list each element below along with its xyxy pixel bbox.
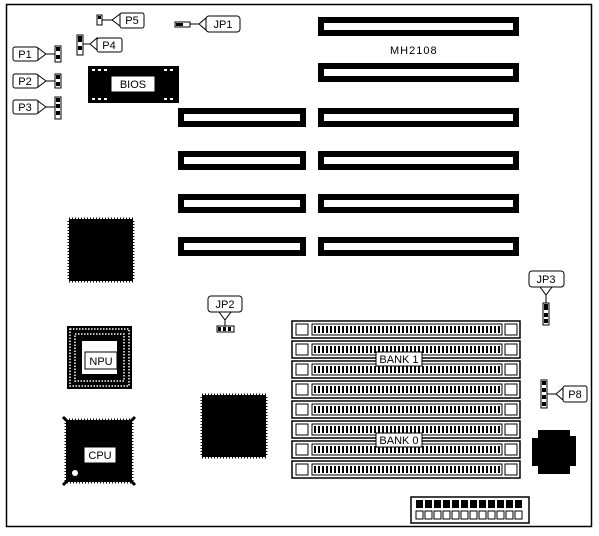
jumper-p2: P2 (12, 73, 62, 89)
chipset-chip-center (200, 393, 268, 459)
expansion-slot (318, 194, 519, 213)
jumper-p5: P5 (96, 12, 145, 29)
power-pin (514, 500, 523, 520)
jumper-jp2: JP2 (207, 295, 243, 333)
power-pin (451, 500, 460, 520)
jumper-p8: P8 (540, 379, 588, 409)
board-model-label: MH2108 (390, 45, 438, 57)
jp1-label: JP1 (214, 19, 233, 31)
jumper-p3: P3 (12, 96, 62, 120)
p8-label: P8 (568, 389, 581, 401)
simm-socket (291, 340, 521, 359)
p1-label: P1 (18, 49, 31, 61)
power-pin (433, 500, 442, 520)
power-pin (415, 500, 424, 520)
power-pin (442, 500, 451, 520)
power-connector (410, 496, 530, 524)
keyboard-connector (532, 430, 576, 474)
expansion-slot (318, 237, 519, 256)
bank-0-label: BANK 0 (379, 435, 418, 447)
expansion-slot (178, 237, 306, 256)
simm-socket (291, 400, 521, 419)
jumper-p1: P1 (12, 45, 62, 63)
expansion-slot (178, 151, 306, 170)
jumper-jp3: JP3 (528, 270, 565, 326)
board-outline (5, 3, 593, 528)
power-pin (469, 500, 478, 520)
power-pin (505, 500, 514, 520)
expansion-slot (178, 108, 306, 127)
npu-socket: NPU (67, 326, 132, 389)
jp2-label: JP2 (216, 299, 235, 311)
cpu-chip: CPU (61, 415, 137, 487)
p3-label: P3 (18, 102, 31, 114)
power-pin (460, 500, 469, 520)
power-pin (496, 500, 505, 520)
expansion-slot (318, 17, 519, 36)
memory-banks (291, 320, 521, 479)
bank-1-tag: BANK 1 (375, 351, 423, 367)
jp3-label: JP3 (537, 274, 556, 286)
expansion-slot (318, 108, 519, 127)
bank-0-tag: BANK 0 (375, 432, 423, 448)
simm-socket (291, 360, 521, 379)
simm-socket (291, 440, 521, 459)
power-pin (487, 500, 496, 520)
simm-socket (291, 460, 521, 479)
cpu-label: CPU (88, 450, 111, 462)
expansion-slots (178, 17, 519, 256)
bios-chip: BIOS (88, 66, 179, 103)
simm-socket (291, 320, 521, 339)
expansion-slot (318, 63, 519, 82)
jumper-p4: P4 (76, 34, 123, 56)
simm-socket (291, 380, 521, 399)
p5-label: P5 (125, 15, 138, 27)
expansion-slot (318, 151, 519, 170)
expansion-slot (178, 194, 306, 213)
bios-label: BIOS (120, 79, 146, 91)
jumper-jp1: JP1 (174, 15, 241, 33)
p4-label: P4 (102, 40, 115, 52)
chipset-chip-left (67, 217, 135, 283)
power-pin (424, 500, 433, 520)
npu-label: NPU (89, 356, 112, 368)
power-pin (478, 500, 487, 520)
bank-1-label: BANK 1 (379, 354, 418, 366)
p2-label: P2 (18, 76, 31, 88)
